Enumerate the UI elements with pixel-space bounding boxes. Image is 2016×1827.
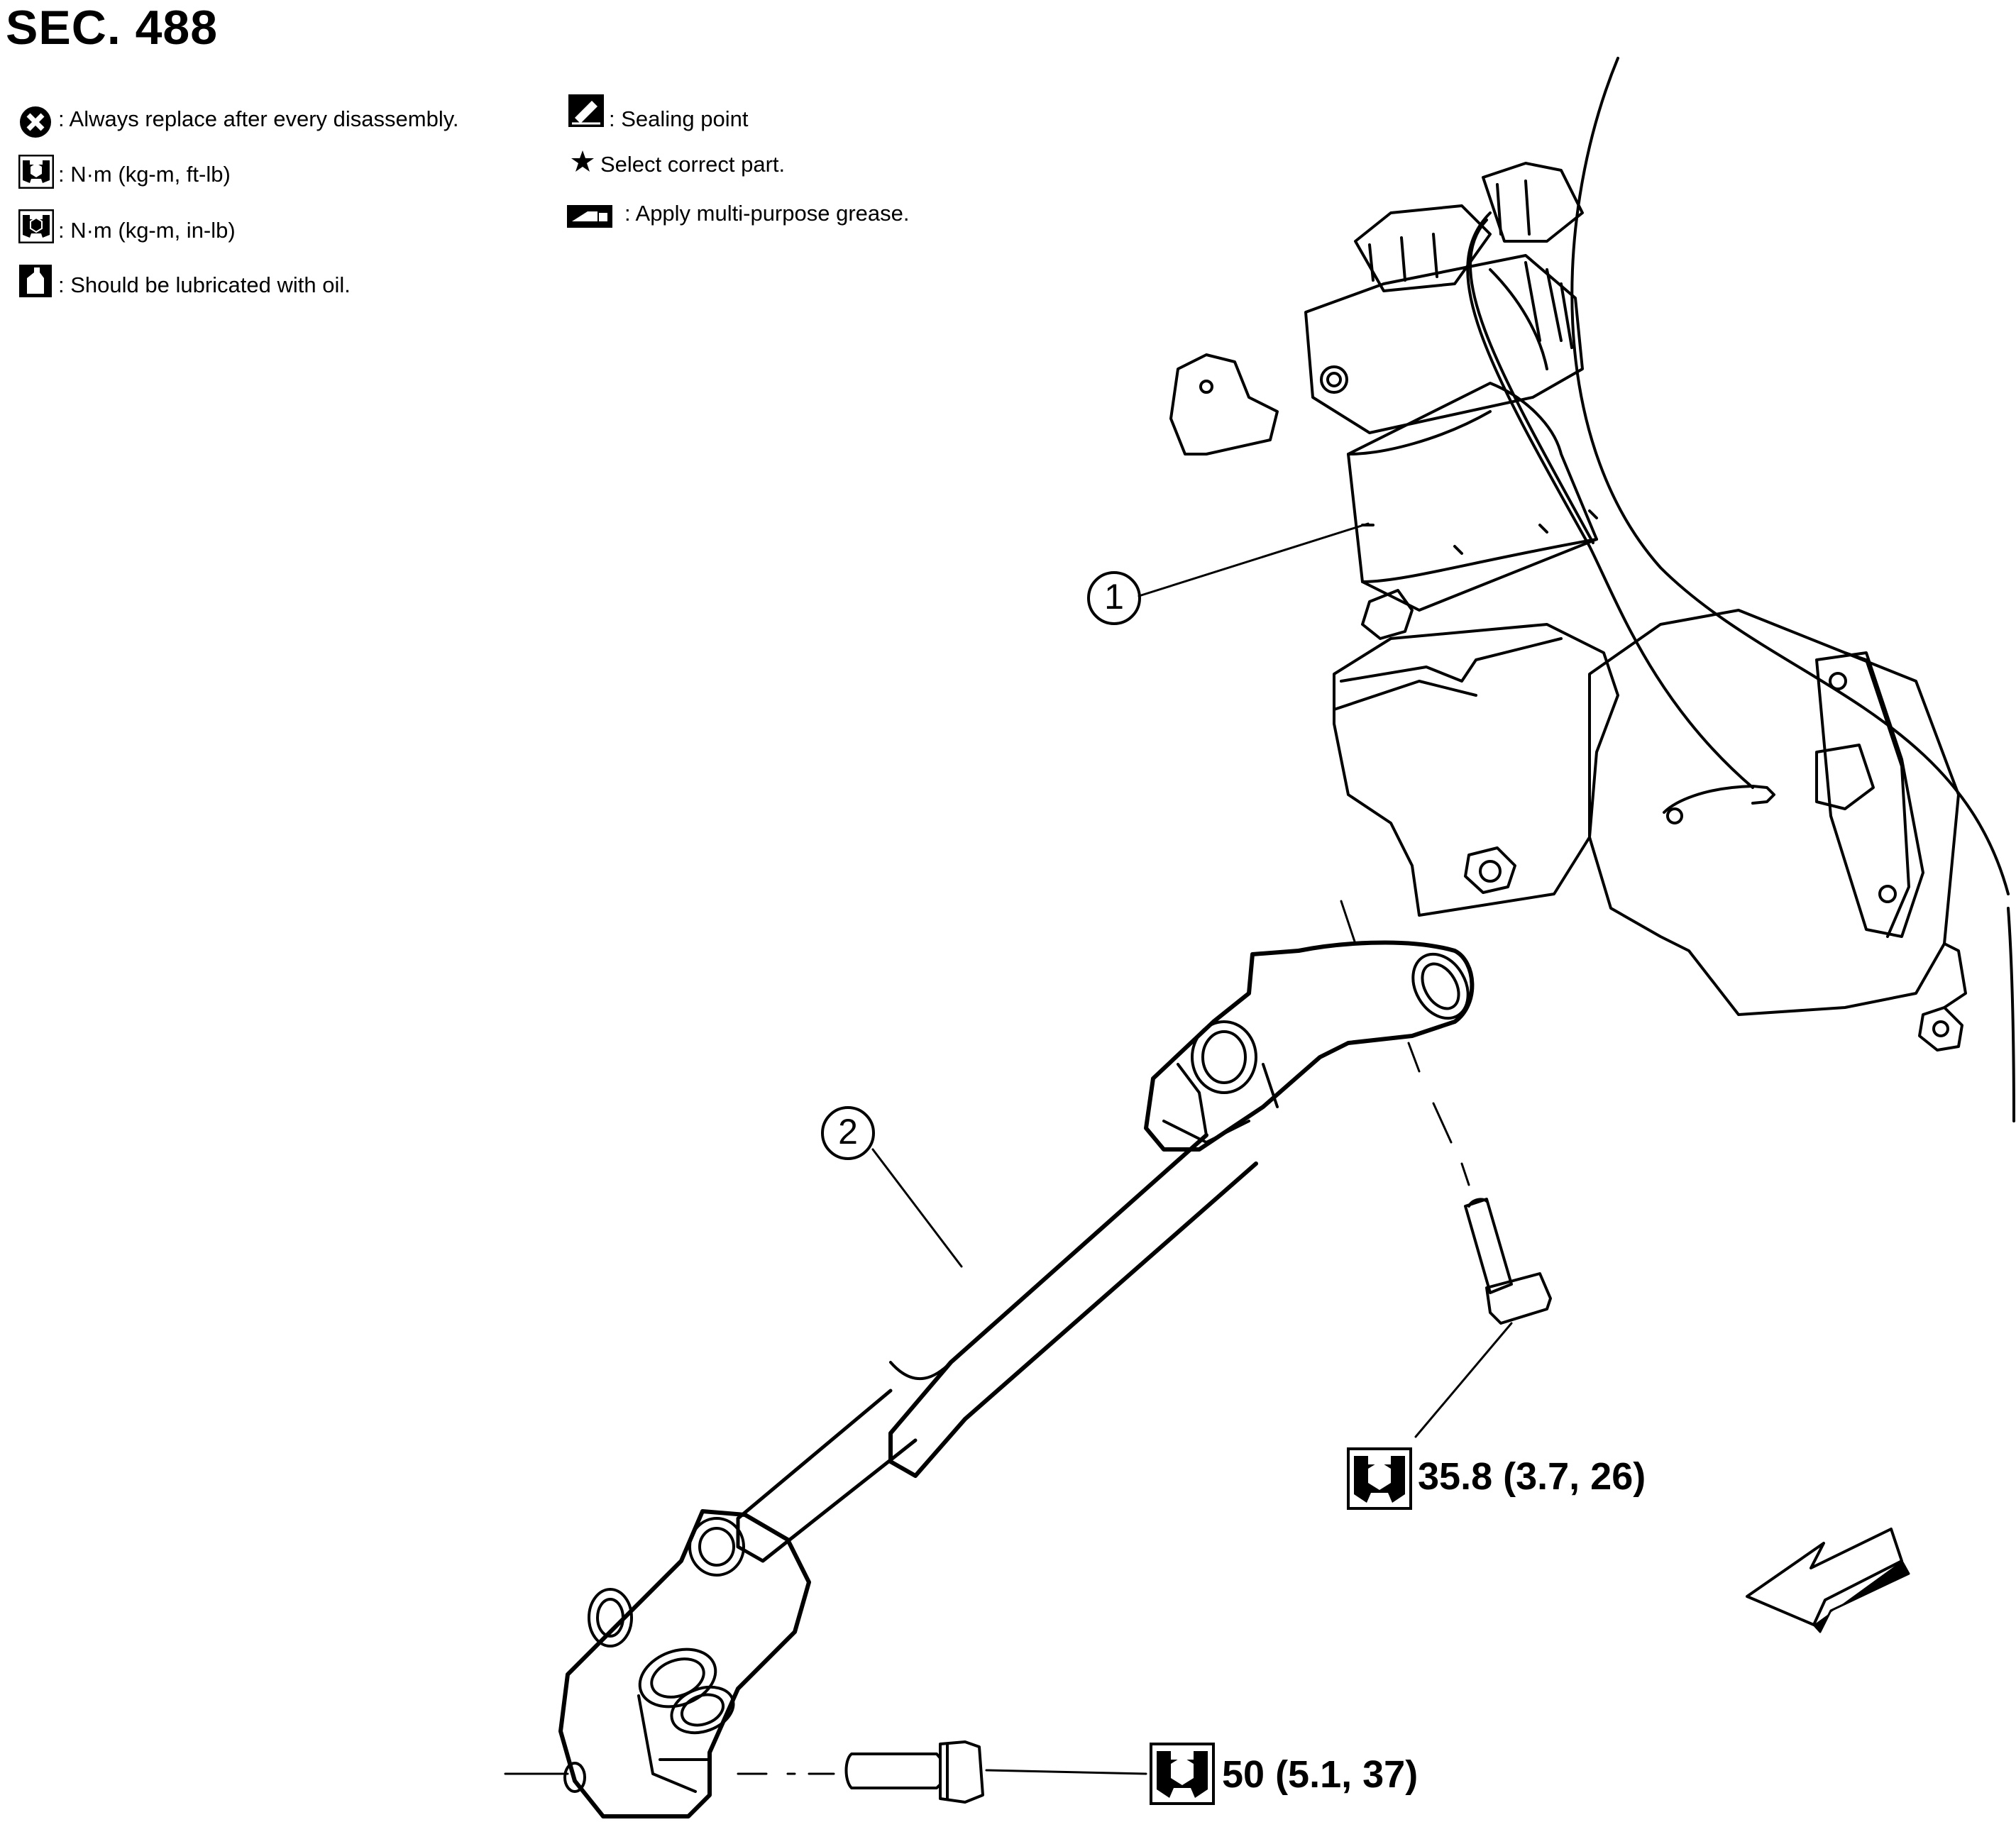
torque-wrench-icon	[1347, 1447, 1412, 1513]
torque-wrench-icon	[18, 154, 55, 192]
torque-spec-upper: 35.8 (3.7, 26)	[1418, 1455, 1646, 1498]
legend-torque-ftlb-text: : N·m (kg-m, ft-lb)	[58, 162, 231, 187]
lower-bolt	[844, 1740, 984, 1804]
legend-select-text: Select correct part.	[600, 152, 786, 177]
intermediate-shaft	[558, 940, 1475, 1818]
grease-icon	[566, 204, 613, 232]
replace-x-icon	[18, 105, 53, 143]
callout-1-circle	[1087, 571, 1141, 625]
upper-bolt	[1464, 1198, 1552, 1325]
torque-spec-lower: 50 (5.1, 37)	[1222, 1753, 1419, 1796]
section-title: SEC. 488	[6, 1, 219, 55]
torque-wrench-icon	[1150, 1743, 1215, 1809]
steering-column-assembly	[1169, 162, 1967, 1052]
callout-2-circle	[821, 1106, 875, 1160]
star-icon	[571, 149, 595, 177]
legend-sealing-text: : Sealing point	[609, 106, 749, 131]
legend-grease-text: : Apply multi-purpose grease.	[624, 201, 910, 226]
torque-wrench-filled-icon	[18, 209, 55, 247]
legend-replace-text: : Always replace after every disassembly…	[58, 106, 459, 131]
legend-oil-text: : Should be lubricated with oil.	[58, 272, 351, 297]
front-arrow-icon	[1746, 1528, 1910, 1633]
legend-torque-inlb-text: : N·m (kg-m, in-lb)	[58, 218, 236, 243]
oil-can-icon	[18, 264, 53, 302]
callout-2-number: 2	[838, 1112, 858, 1152]
callout-1-number: 1	[1104, 577, 1124, 617]
sealing-icon	[568, 94, 605, 131]
